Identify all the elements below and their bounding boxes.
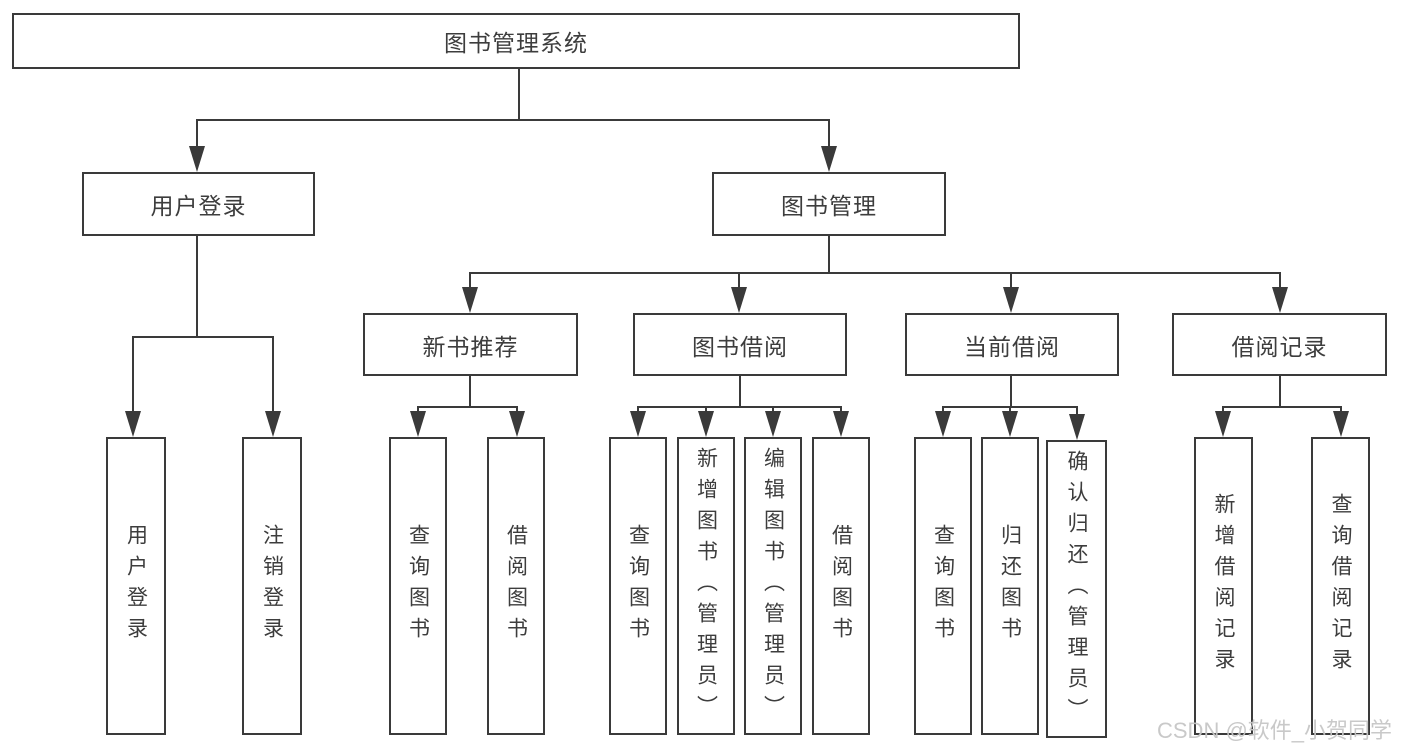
node-book-borrowing: 图书借阅 bbox=[633, 313, 847, 376]
connector-line bbox=[196, 119, 830, 121]
connector-line bbox=[1009, 406, 1011, 415]
leaf-label: 查询图书 bbox=[626, 524, 650, 648]
node-label: 当前借阅 bbox=[964, 333, 1060, 360]
connector-line bbox=[1010, 376, 1012, 408]
leaf-add-borrow-record: 新增借阅记录 bbox=[1194, 437, 1253, 735]
connector-line bbox=[1340, 406, 1342, 415]
arrow-down-icon bbox=[1002, 411, 1018, 437]
connector-line bbox=[196, 119, 198, 149]
arrow-down-icon bbox=[1003, 287, 1019, 313]
leaf-label: 归还图书 bbox=[998, 524, 1022, 648]
arrow-down-icon bbox=[833, 411, 849, 437]
leaf-label: 注销登录 bbox=[260, 524, 284, 648]
arrow-down-icon bbox=[731, 287, 747, 313]
arrow-down-icon bbox=[1333, 411, 1349, 437]
leaf-label: 新增借阅记录 bbox=[1212, 493, 1235, 679]
connector-line bbox=[1222, 406, 1342, 408]
leaf-query-books-recommend: 查询图书 bbox=[389, 437, 447, 735]
connector-line bbox=[196, 236, 198, 338]
connector-line bbox=[637, 406, 841, 408]
leaf-edit-books-admin: 编辑图书（管理员） bbox=[744, 437, 802, 735]
arrow-down-icon bbox=[630, 411, 646, 437]
connector-line bbox=[469, 376, 471, 408]
leaf-query-books-current: 查询图书 bbox=[914, 437, 972, 735]
leaf-label: 确认归还（管理员） bbox=[1065, 449, 1088, 729]
leaf-label: 查询借阅记录 bbox=[1329, 493, 1352, 679]
connector-line bbox=[705, 406, 707, 415]
csdn-watermark: CSDN @软件_小贺同学 bbox=[1157, 718, 1393, 743]
arrow-down-icon bbox=[1215, 411, 1231, 437]
arrow-down-icon bbox=[821, 146, 837, 172]
arrow-down-icon bbox=[1272, 287, 1288, 313]
connector-line bbox=[1279, 376, 1281, 408]
node-library-management-system: 图书管理系统 bbox=[12, 13, 1020, 69]
connector-line bbox=[132, 336, 274, 338]
node-label: 图书借阅 bbox=[692, 333, 788, 360]
connector-line bbox=[132, 336, 134, 413]
connector-line bbox=[417, 406, 419, 415]
connector-line bbox=[469, 272, 471, 289]
arrow-down-icon bbox=[462, 287, 478, 313]
leaf-label: 编辑图书（管理员） bbox=[761, 446, 785, 726]
connector-line bbox=[828, 236, 830, 274]
arrow-down-icon bbox=[698, 411, 714, 437]
leaf-return-books: 归还图书 bbox=[981, 437, 1039, 735]
leaf-add-books-admin: 新增图书（管理员） bbox=[677, 437, 735, 735]
connector-line bbox=[516, 406, 518, 415]
connector-line bbox=[840, 406, 842, 415]
leaf-confirm-return-admin: 确认归还（管理员） bbox=[1046, 440, 1107, 738]
connector-line bbox=[469, 272, 1281, 274]
connector-line bbox=[942, 406, 944, 415]
leaf-borrow-books-recommend: 借阅图书 bbox=[487, 437, 545, 735]
arrow-down-icon bbox=[125, 411, 141, 437]
leaf-label: 用户登录 bbox=[124, 524, 148, 648]
node-borrowing-records: 借阅记录 bbox=[1172, 313, 1387, 376]
connector-line bbox=[518, 69, 520, 121]
leaf-query-books-borrowing: 查询图书 bbox=[609, 437, 667, 735]
connector-line bbox=[417, 406, 518, 408]
arrow-down-icon bbox=[509, 411, 525, 437]
node-user-login-group: 用户登录 bbox=[82, 172, 315, 236]
connector-line bbox=[1010, 272, 1012, 289]
leaf-label: 新增图书（管理员） bbox=[694, 446, 718, 726]
node-label: 图书管理 bbox=[781, 193, 877, 219]
connector-line bbox=[738, 272, 740, 289]
leaf-logout: 注销登录 bbox=[242, 437, 302, 735]
node-label: 借阅记录 bbox=[1231, 333, 1328, 360]
arrow-down-icon bbox=[765, 411, 781, 437]
arrow-down-icon bbox=[1069, 414, 1085, 440]
node-label: 新书推荐 bbox=[422, 333, 519, 360]
node-label: 图书管理系统 bbox=[444, 30, 588, 56]
arrow-down-icon bbox=[935, 411, 951, 437]
connector-line bbox=[772, 406, 774, 415]
node-current-borrowing: 当前借阅 bbox=[905, 313, 1119, 376]
leaf-query-borrow-record: 查询借阅记录 bbox=[1311, 437, 1370, 735]
leaf-label: 借阅图书 bbox=[504, 524, 528, 648]
leaf-label: 查询图书 bbox=[406, 524, 430, 648]
node-book-management-group: 图书管理 bbox=[712, 172, 946, 236]
connector-line bbox=[272, 336, 274, 413]
connector-line bbox=[637, 406, 639, 415]
arrow-down-icon bbox=[189, 146, 205, 172]
connector-line bbox=[828, 119, 830, 149]
connector-line bbox=[739, 376, 741, 408]
arrow-down-icon bbox=[265, 411, 281, 437]
leaf-label: 借阅图书 bbox=[829, 524, 853, 648]
connector-line bbox=[1222, 406, 1224, 415]
leaf-user-login: 用户登录 bbox=[106, 437, 166, 735]
arrow-down-icon bbox=[410, 411, 426, 437]
node-new-book-recommendation: 新书推荐 bbox=[363, 313, 578, 376]
leaf-label: 查询图书 bbox=[931, 524, 955, 648]
leaf-borrow-books-borrowing: 借阅图书 bbox=[812, 437, 870, 735]
connector-line bbox=[1076, 406, 1078, 418]
connector-line bbox=[1279, 272, 1281, 289]
node-label: 用户登录 bbox=[150, 193, 247, 219]
